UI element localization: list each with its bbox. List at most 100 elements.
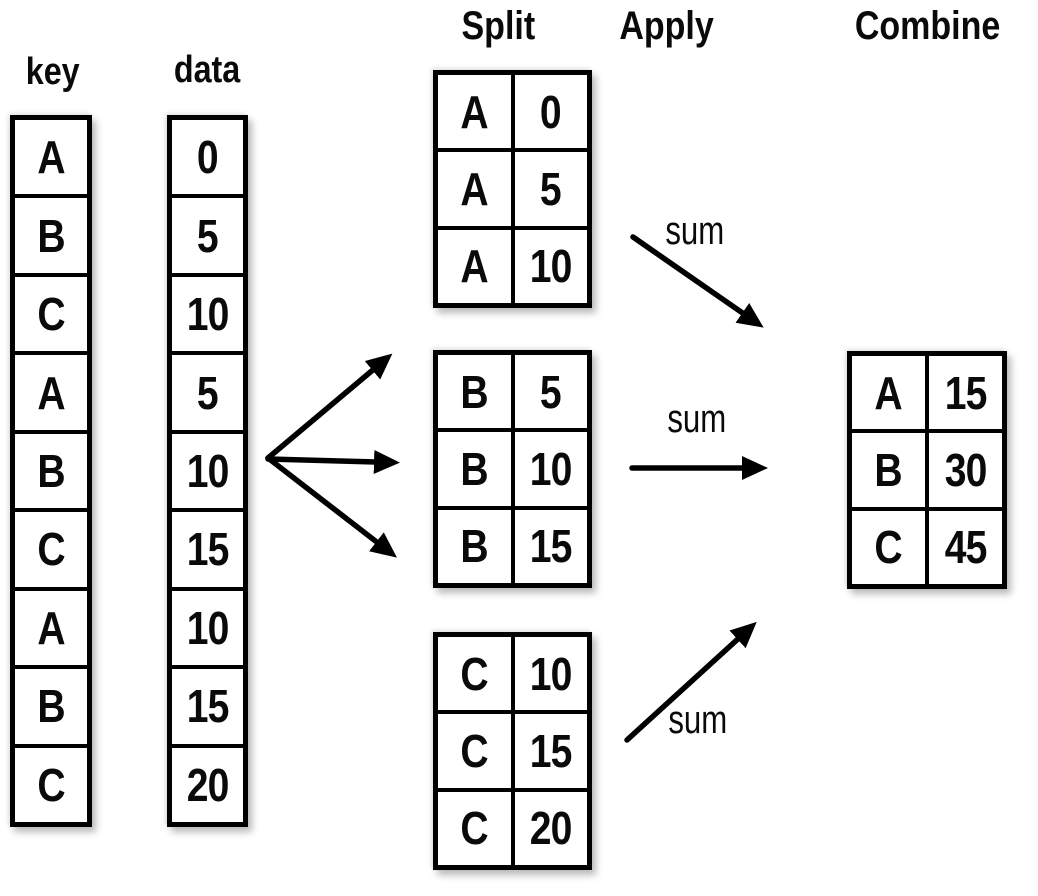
data-cell-value: 5 — [197, 209, 219, 262]
combine-row: C 45 — [852, 506, 1002, 584]
stage-header-apply-text: Apply — [619, 4, 714, 48]
split-key-value: B — [460, 365, 489, 418]
split-arrow-to-group-b — [265, 449, 400, 474]
split-key-value: B — [460, 442, 489, 495]
data-cell: 15 — [172, 665, 243, 743]
split-data-cell: 5 — [510, 355, 588, 429]
key-cell: C — [15, 272, 87, 351]
sum-label-group-a: sum — [655, 210, 735, 252]
split-row: A 10 — [438, 225, 588, 303]
key-cell: B — [15, 665, 87, 743]
key-column-label: key — [3, 51, 103, 94]
combine-data-value: 15 — [944, 366, 988, 419]
split-key-cell: B — [438, 432, 511, 505]
combine-key-cell: C — [852, 511, 925, 584]
split-data-value: 5 — [540, 365, 562, 418]
split-table-group-b: B 5 B 10 B 15 — [433, 350, 592, 588]
combine-data-value: 30 — [944, 443, 988, 496]
split-data-value: 0 — [540, 85, 562, 138]
combine-data-cell: 30 — [925, 433, 1002, 507]
split-key-cell: C — [438, 637, 511, 710]
key-cell: B — [15, 429, 87, 508]
key-cell: A — [15, 351, 87, 429]
split-data-value: 15 — [529, 724, 573, 777]
split-key-value: A — [460, 240, 489, 293]
data-cell: 15 — [172, 508, 243, 586]
key-cell: C — [15, 508, 87, 586]
split-data-cell: 0 — [510, 75, 588, 149]
combine-table: A 15 B 30 C 45 — [847, 351, 1007, 589]
key-cell-value: C — [37, 758, 65, 811]
split-row: C 15 — [438, 710, 588, 788]
data-cell: 20 — [172, 743, 243, 822]
data-cell-value: 10 — [186, 601, 230, 654]
data-table: 0 5 10 5 10 15 10 15 20 — [167, 115, 248, 827]
sum-label-group-b: sum — [657, 398, 737, 440]
data-cell-value: 15 — [186, 680, 230, 733]
sum-label-text: sum — [667, 397, 727, 441]
combine-key-cell: A — [852, 356, 925, 429]
stage-header-combine: Combine — [842, 4, 1002, 48]
key-cell-value: C — [37, 288, 65, 341]
split-data-value: 20 — [529, 802, 573, 855]
key-cell-value: B — [37, 680, 65, 733]
data-column-label: data — [157, 49, 257, 92]
split-data-cell: 15 — [510, 509, 588, 583]
stage-header-split-text: Split — [461, 4, 535, 48]
data-cell-value: 5 — [197, 366, 219, 419]
split-data-cell: 10 — [510, 229, 588, 303]
split-key-cell: A — [438, 152, 511, 225]
combine-key-value: B — [874, 443, 903, 496]
key-cell-value: C — [37, 523, 65, 576]
split-data-cell: 5 — [510, 152, 588, 226]
split-key-cell: B — [438, 355, 511, 428]
combine-row: B 30 — [852, 429, 1002, 507]
split-key-cell: B — [438, 510, 511, 583]
data-cell: 10 — [172, 586, 243, 665]
split-key-value: A — [460, 85, 489, 138]
data-cell-value: 0 — [197, 131, 219, 184]
data-cell-value: 20 — [186, 758, 230, 811]
split-key-value: C — [460, 802, 489, 855]
key-table: A B C A B C A B C — [10, 115, 92, 827]
split-table-group-a: A 0 A 5 A 10 — [433, 70, 592, 308]
split-row: C 10 — [438, 637, 588, 711]
key-cell-value: B — [37, 209, 65, 262]
split-row: B 10 — [438, 428, 588, 506]
key-cell-value: A — [37, 601, 65, 654]
split-data-value: 5 — [540, 162, 562, 215]
split-arrow-to-group-c — [265, 455, 397, 558]
split-data-value: 10 — [529, 647, 573, 700]
data-cell-value: 10 — [186, 288, 230, 341]
key-cell: A — [15, 120, 87, 194]
sum-label-text: sum — [668, 698, 728, 742]
split-row: B 15 — [438, 505, 588, 583]
key-cell-value: A — [37, 131, 65, 184]
combine-data-value: 45 — [944, 521, 988, 574]
split-data-cell: 10 — [510, 637, 588, 711]
split-key-value: B — [460, 520, 489, 573]
split-table-group-c: C 10 C 15 C 20 — [433, 632, 592, 870]
key-cell: B — [15, 194, 87, 272]
split-key-cell: C — [438, 792, 511, 865]
split-data-cell: 10 — [510, 432, 588, 506]
data-cell: 5 — [172, 194, 243, 272]
split-key-value: C — [460, 647, 489, 700]
data-column-label-text: data — [173, 49, 241, 91]
sum-label-text: sum — [665, 209, 725, 253]
key-cell-value: A — [37, 366, 65, 419]
split-data-value: 10 — [529, 442, 573, 495]
split-data-cell: 20 — [510, 791, 588, 865]
split-key-value: A — [460, 162, 489, 215]
data-cell: 0 — [172, 120, 243, 194]
key-column-label-text: key — [26, 51, 80, 93]
split-row: A 5 — [438, 148, 588, 226]
data-cell: 10 — [172, 272, 243, 351]
split-row: A 0 — [438, 75, 588, 149]
stage-header-combine-text: Combine — [854, 4, 1001, 48]
combine-row: A 15 — [852, 356, 1002, 430]
split-arrow-to-group-a — [265, 353, 393, 461]
stage-header-split: Split — [448, 4, 548, 48]
split-data-cell: 15 — [510, 714, 588, 788]
